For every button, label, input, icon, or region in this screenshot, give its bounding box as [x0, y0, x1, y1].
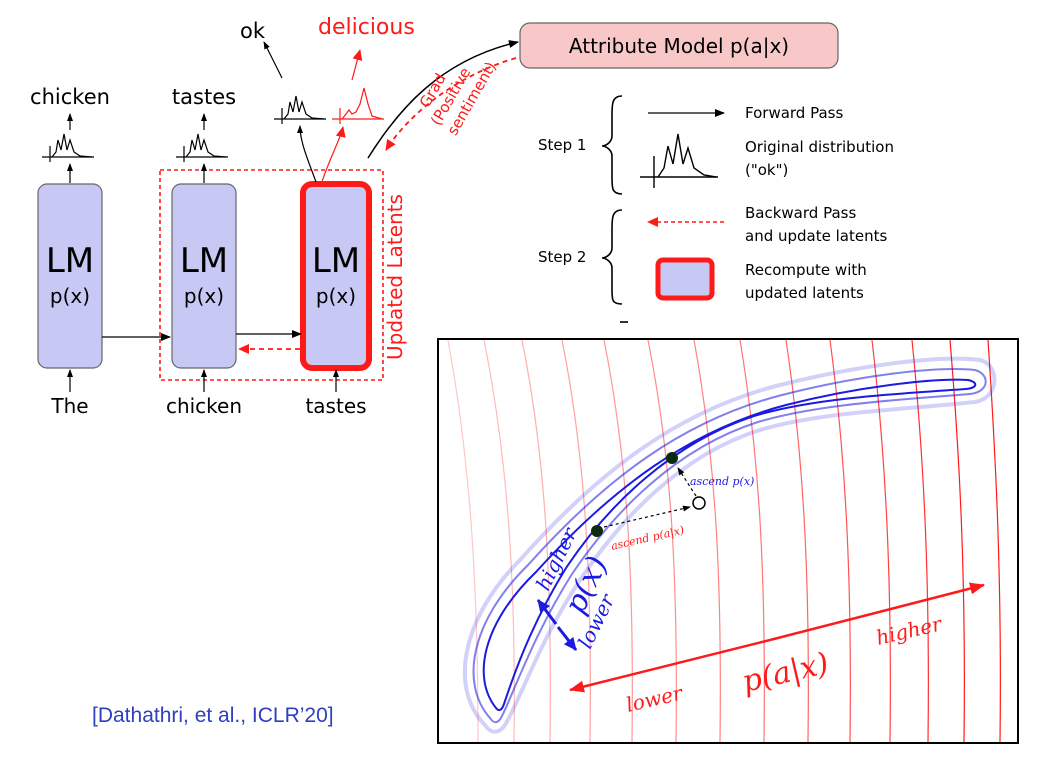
output-token-1: chicken — [30, 85, 110, 109]
distribution-glyph-1 — [42, 133, 94, 162]
lm-box-1 — [37, 183, 103, 369]
legend-distribution-glyph — [640, 133, 718, 188]
lm-title-1: LM — [46, 241, 94, 281]
legend-backward-1: Backward Pass — [745, 204, 856, 222]
output-token-original: ok — [240, 19, 266, 43]
latent-space-plot: ascend p(x) ascend p(a|x) higher p(x) lo… — [437, 338, 1019, 744]
to-attribute-arrow — [367, 40, 519, 159]
attribute-model-box — [519, 22, 839, 69]
grad-arrow — [385, 57, 517, 151]
ascend-px-label: ascend p(x) — [690, 475, 754, 488]
output-token-2: tastes — [172, 85, 236, 109]
contours-red — [447, 340, 1001, 742]
lm-title-3: LM — [312, 241, 360, 281]
delicious-arrow — [351, 49, 363, 81]
lm-block-1: LM p(x) — [37, 183, 103, 369]
input-token-2: chicken — [166, 394, 242, 418]
point-px-maximum — [666, 452, 678, 464]
px-arrow-down — [556, 626, 578, 651]
legend-recompute-box — [655, 257, 715, 301]
output-arrow-3-original — [297, 125, 317, 183]
legend-recompute-1: Recompute with — [745, 261, 867, 279]
lm-box-2 — [171, 183, 237, 369]
ok-arrow — [263, 41, 283, 79]
distribution-glyph-original — [274, 95, 326, 124]
legend-orig-dist-1: Original distribution — [745, 138, 894, 156]
distribution-glyph-2 — [176, 133, 228, 162]
attribute-model-label: Attribute Model p(a|x) — [569, 34, 789, 58]
legend-step1: Step 1 — [538, 136, 586, 154]
output-token-updated: delicious — [318, 15, 415, 40]
legend-forward-label: Forward Pass — [745, 104, 843, 122]
lm-block-2: LM p(x) — [171, 183, 237, 369]
lm-sub-2: p(x) — [184, 284, 224, 308]
legend-backward-2: and update latents — [745, 227, 887, 245]
plot-frame — [437, 338, 1019, 744]
pax-arrow-left — [569, 638, 771, 693]
lm-box-3 — [300, 181, 372, 371]
input-token-3: tastes — [305, 394, 366, 418]
legend-orig-dist-2: ("ok") — [745, 161, 788, 179]
legend-step2: Step 2 — [538, 248, 586, 266]
legend-recompute-2: updated latents — [745, 284, 864, 302]
legend-brace-1 — [601, 95, 623, 195]
lm-block-3: LM p(x) — [300, 181, 372, 371]
px-arrow-up — [536, 599, 558, 625]
point-start — [591, 525, 603, 537]
lm-title-2: LM — [180, 241, 228, 281]
lm-sub-1: p(x) — [50, 284, 90, 308]
distribution-glyph-updated — [332, 87, 384, 124]
output-arrow-3-updated — [321, 126, 346, 183]
legend-brace-2 — [601, 209, 623, 305]
updated-latents-label: Updated Latents — [383, 194, 407, 360]
citation: [Dathathri, et al., ICLR’20] — [92, 704, 334, 727]
pax-arrow-right — [769, 582, 985, 642]
ascend-pax-arrow — [603, 505, 691, 528]
input-token-1: The — [50, 394, 88, 418]
legend: Step 1 Forward Pass Original distributio… — [538, 95, 894, 323]
point-intermediate — [692, 496, 706, 510]
lm-sub-3: p(x) — [316, 284, 356, 308]
